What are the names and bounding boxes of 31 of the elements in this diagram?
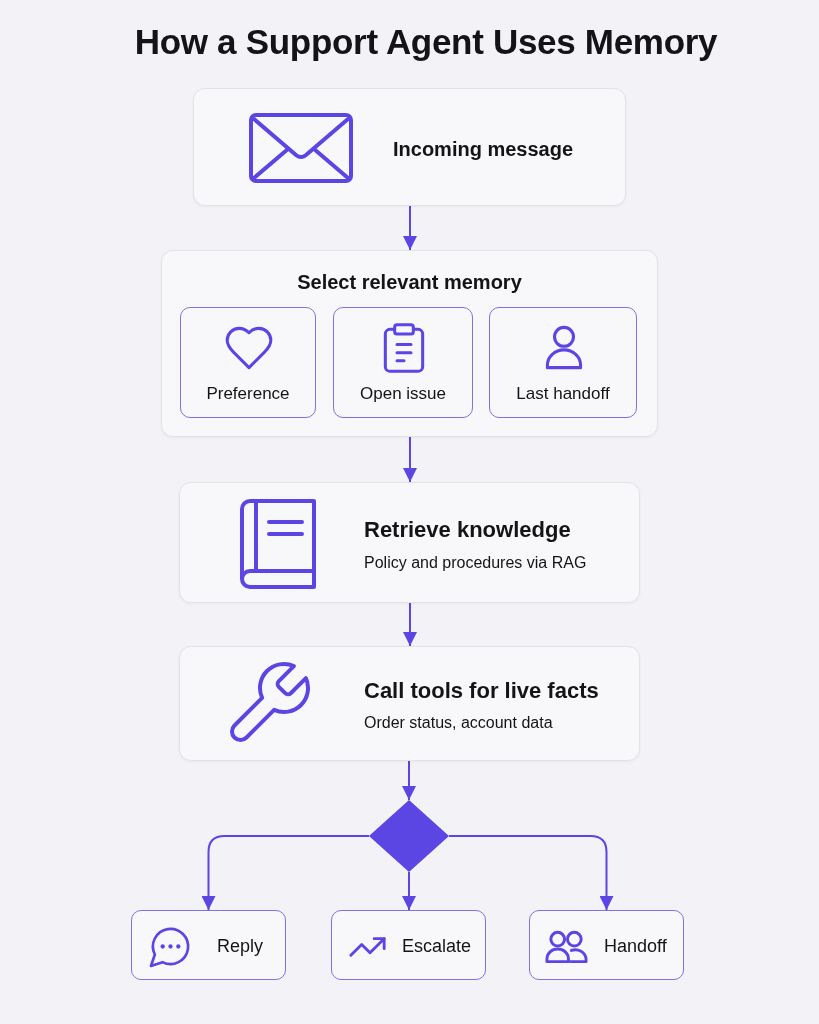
process-box [179,482,640,603]
arrow [402,760,416,801]
arrow [403,436,417,483]
memory-card [333,307,473,418]
outcome-label: Handoff [604,936,667,958]
outcome-box [331,910,486,980]
memory-card [180,307,316,418]
title: How a Support Agent Uses Memory [133,21,719,63]
step-description: Order status, account data [364,713,553,733]
arrow [403,602,417,647]
memory-label: Last handoff [516,383,610,405]
process-box [193,88,626,206]
outcome-label: Escalate [402,936,472,958]
group-heading: Select relevant memory [297,270,522,294]
process-box [179,646,640,761]
memory-label: Preference [206,383,290,405]
memory-card [489,307,637,418]
arrow [403,205,417,251]
decision-diamond [369,800,449,872]
arrow [448,835,614,911]
step-description: Policy and procedures via RAG [364,553,587,573]
arrow [201,835,370,911]
group-panel [161,250,658,437]
memory-label: Open issue [360,383,446,405]
arrow [402,871,416,911]
step-title: Call tools for live facts [364,677,599,705]
step-label: Incoming message [393,137,574,161]
step-title: Retrieve knowledge [364,516,571,544]
outcome-label: Reply [217,936,264,958]
outcome-box [529,910,684,980]
outcome-box [131,910,286,980]
